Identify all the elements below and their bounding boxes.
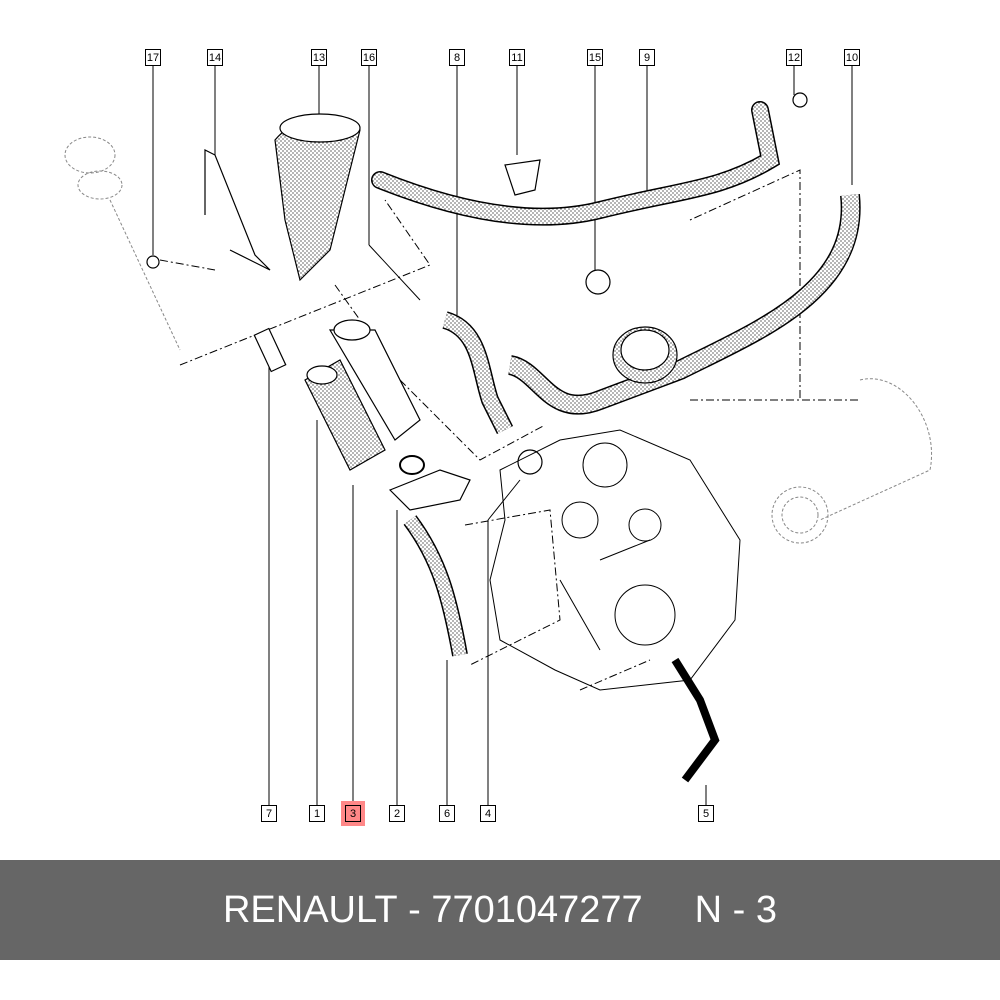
part-number: 7701047277 [431, 888, 643, 931]
callout-11[interactable]: 11 [509, 49, 525, 66]
callout-7[interactable]: 7 [261, 805, 277, 822]
callout-4[interactable]: 4 [480, 805, 496, 822]
callout-16[interactable]: 16 [361, 49, 377, 66]
callout-15[interactable]: 15 [587, 49, 603, 66]
leader-lines [152, 66, 853, 805]
brand-name: RENAULT [222, 888, 398, 931]
callout-3-highlighted[interactable]: 3 [341, 801, 365, 826]
parts-diagram [64, 66, 932, 805]
callout-5[interactable]: 5 [698, 805, 714, 822]
ghost-parts [64, 136, 932, 544]
callout-8[interactable]: 8 [449, 49, 465, 66]
callout-1[interactable]: 1 [309, 805, 325, 822]
callout-9[interactable]: 9 [639, 49, 655, 66]
engine-block [489, 429, 741, 691]
callout-14[interactable]: 14 [207, 49, 223, 66]
callout-12[interactable]: 12 [786, 49, 802, 66]
callout-17[interactable]: 17 [145, 49, 161, 66]
callout-10[interactable]: 10 [844, 49, 860, 66]
position-label: N - 3 [694, 888, 778, 931]
callout-6[interactable]: 6 [439, 805, 455, 822]
callout-2[interactable]: 2 [389, 805, 405, 822]
components [146, 92, 808, 511]
separator: - [397, 888, 432, 931]
footer-banner: RENAULT - 7701047277 N - 3 [0, 860, 1000, 960]
hoses [371, 101, 861, 783]
dash-lines [159, 169, 860, 691]
callout-13[interactable]: 13 [311, 49, 327, 66]
